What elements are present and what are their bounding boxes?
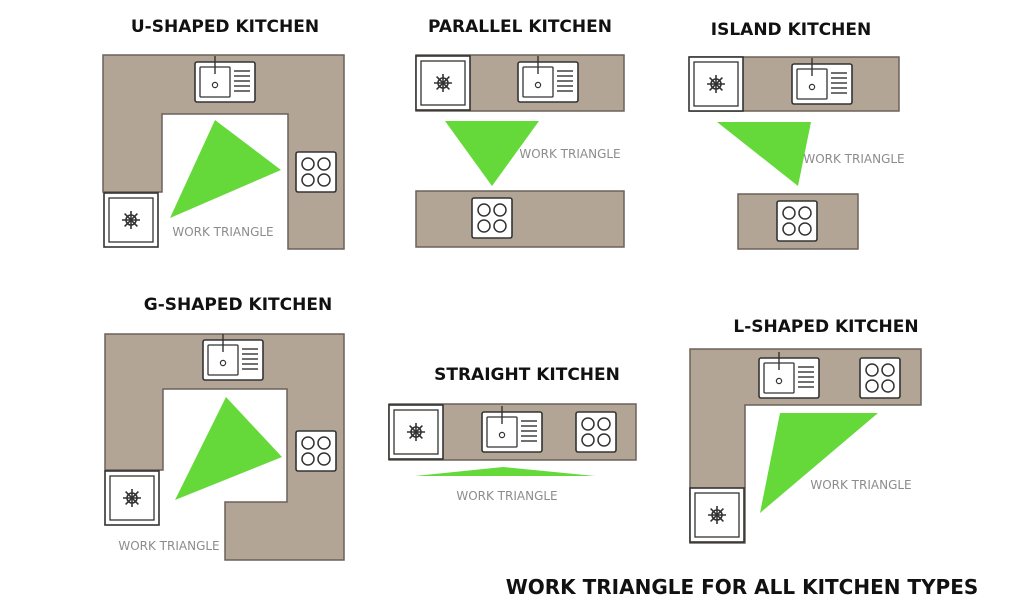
work-triangle-label-g-shaped: WORK TRIANGLE (118, 539, 219, 553)
layout-title-g-shaped: G-SHAPED KITCHEN (144, 295, 332, 315)
layout-title-parallel: PARALLEL KITCHEN (428, 17, 612, 37)
work-triangle-parallel (445, 121, 539, 186)
island-kitchen: ISLAND KITCHEN WORK TRIANGLE (688, 20, 905, 250)
fridge-icon (688, 56, 744, 112)
stove-icon (295, 151, 337, 193)
sink-icon (758, 351, 820, 399)
straight-kitchen: STRAIGHT KITCHEN WORK TRIANGLE (388, 365, 637, 503)
stove-icon (295, 430, 337, 472)
work-triangle-label-island: WORK TRIANGLE (803, 152, 904, 166)
work-triangle-g-shaped (175, 397, 282, 500)
sink-icon (791, 57, 853, 105)
stove-icon (859, 357, 901, 399)
sink-icon (517, 55, 579, 103)
layout-title-island: ISLAND KITCHEN (711, 20, 871, 40)
counter-parallel-bottom (415, 190, 625, 248)
footer-title: WORK TRIANGLE FOR ALL KITCHEN TYPES (506, 575, 979, 599)
fridge-icon (103, 192, 159, 248)
work-triangle-straight (415, 467, 595, 476)
sink-icon (202, 333, 264, 381)
fridge-icon (689, 487, 745, 543)
fridge-icon (415, 55, 471, 111)
fridge-icon (388, 404, 444, 460)
counter-g-shaped (104, 333, 345, 561)
work-triangle-label-parallel: WORK TRIANGLE (519, 147, 620, 161)
sink-icon (481, 405, 543, 453)
l-shaped-kitchen: L-SHAPED KITCHEN WORK TRIANGLE (689, 317, 922, 544)
layout-title-u-shaped: U-SHAPED KITCHEN (131, 17, 319, 37)
work-triangle-l-shaped (760, 413, 878, 513)
layout-title-l-shaped: L-SHAPED KITCHEN (733, 317, 918, 337)
g-shaped-kitchen: G-SHAPED KITCHEN WORK TRIANGLE (104, 295, 345, 561)
work-triangle-label-u-shaped: WORK TRIANGLE (172, 225, 273, 239)
stove-icon (776, 200, 818, 242)
fridge-icon (104, 470, 160, 526)
sink-icon (194, 55, 256, 103)
work-triangle-label-straight: WORK TRIANGLE (456, 489, 557, 503)
work-triangle-island (717, 122, 811, 186)
counter-u-shaped (102, 54, 345, 250)
layout-title-straight: STRAIGHT KITCHEN (434, 365, 620, 385)
u-shaped-kitchen: U-SHAPED KITCHEN WORK TRIANGLE (102, 17, 345, 250)
stove-icon (471, 197, 513, 239)
parallel-kitchen: PARALLEL KITCHEN WORK TRIANGLE (415, 17, 625, 248)
work-triangle-label-l-shaped: WORK TRIANGLE (810, 478, 911, 492)
work-triangle-u-shaped (170, 120, 281, 218)
stove-icon (575, 411, 617, 453)
